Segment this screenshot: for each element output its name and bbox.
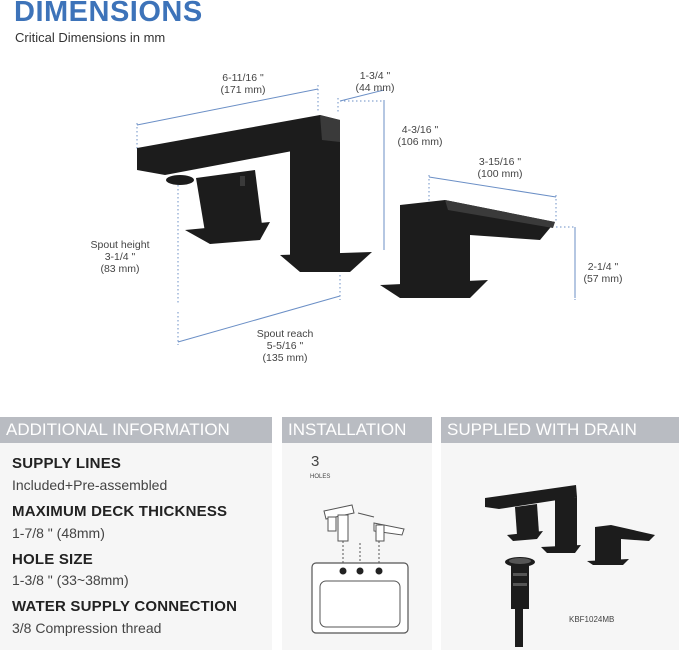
dim-length-inch: 6-11/16 " — [222, 72, 264, 84]
water-supply-label: WATER SUPPLY CONNECTION — [12, 598, 238, 615]
dim-spout-height: Spout height 3-1/4 " (83 mm) — [80, 239, 160, 275]
dim-spout-height-inch: 3-1/4 " — [104, 251, 136, 263]
installation-header: INSTALLATION — [282, 417, 432, 443]
dim-spout-reach-mm: (135 mm) — [262, 352, 308, 364]
holes-label: HOLES — [310, 474, 331, 480]
installation-panel: 3 HOLES — [282, 443, 432, 650]
dim-depth-inch: 1-3/4 " — [359, 70, 391, 82]
hole-size-value: 1-3/8 " (33~38mm) — [12, 572, 129, 588]
dim-spout-reach-label: Spout reach — [256, 328, 314, 340]
page-title: DIMENSIONS — [14, 0, 203, 28]
dim-spout-height-mm: (83 mm) — [100, 263, 140, 275]
dim-handle-height-inch: 2-1/4 " — [587, 261, 619, 273]
dim-length: 6-11/16 " (171 mm) — [208, 72, 278, 96]
dim-handle-length: 3-15/16 " (100 mm) — [465, 156, 535, 180]
faucet-dimension-diagram — [136, 85, 576, 345]
drain-model-number: KBF1024MB — [569, 615, 615, 624]
dim-depth: 1-3/4 " (44 mm) — [350, 70, 400, 94]
dim-height: 4-3/16 " (106 mm) — [390, 124, 450, 148]
page-subtitle: Critical Dimensions in mm — [15, 30, 166, 45]
dim-height-mm: (106 mm) — [397, 136, 443, 148]
supply-lines-value: Included+Pre-assembled — [12, 477, 168, 493]
dim-handle-height: 2-1/4 " (57 mm) — [578, 261, 628, 285]
dim-handle-height-mm: (57 mm) — [583, 273, 623, 285]
dim-depth-mm: (44 mm) — [355, 82, 395, 94]
supply-lines-label: SUPPLY LINES — [12, 455, 122, 472]
dim-spout-reach-inch: 5-5/16 " — [266, 340, 304, 352]
holes-count: 3 — [311, 453, 320, 470]
additional-info-panel: SUPPLY LINES Included+Pre-assembled MAXI… — [0, 443, 272, 650]
dim-length-mm: (171 mm) — [220, 84, 266, 96]
dim-spout-reach: Spout reach 5-5/16 " (135 mm) — [245, 328, 325, 364]
drain-header: SUPPLIED WITH DRAIN — [441, 417, 679, 443]
sink-installation-icon — [311, 504, 409, 634]
dim-handle-length-mm: (100 mm) — [477, 168, 523, 180]
deck-thickness-label: MAXIMUM DECK THICKNESS — [12, 503, 228, 520]
water-supply-value: 3/8 Compression thread — [12, 620, 162, 636]
dim-spout-height-label: Spout height — [90, 239, 150, 251]
hole-size-label: HOLE SIZE — [12, 551, 93, 568]
deck-thickness-value: 1-7/8 " (48mm) — [12, 525, 105, 541]
drain-panel: KBF1024MB — [441, 443, 679, 650]
dim-handle-length-inch: 3-15/16 " — [478, 156, 522, 168]
additional-info-header: ADDITIONAL INFORMATION — [0, 417, 272, 443]
dim-height-inch: 4-3/16 " — [401, 124, 439, 136]
faucet-with-drain-image — [485, 485, 655, 647]
